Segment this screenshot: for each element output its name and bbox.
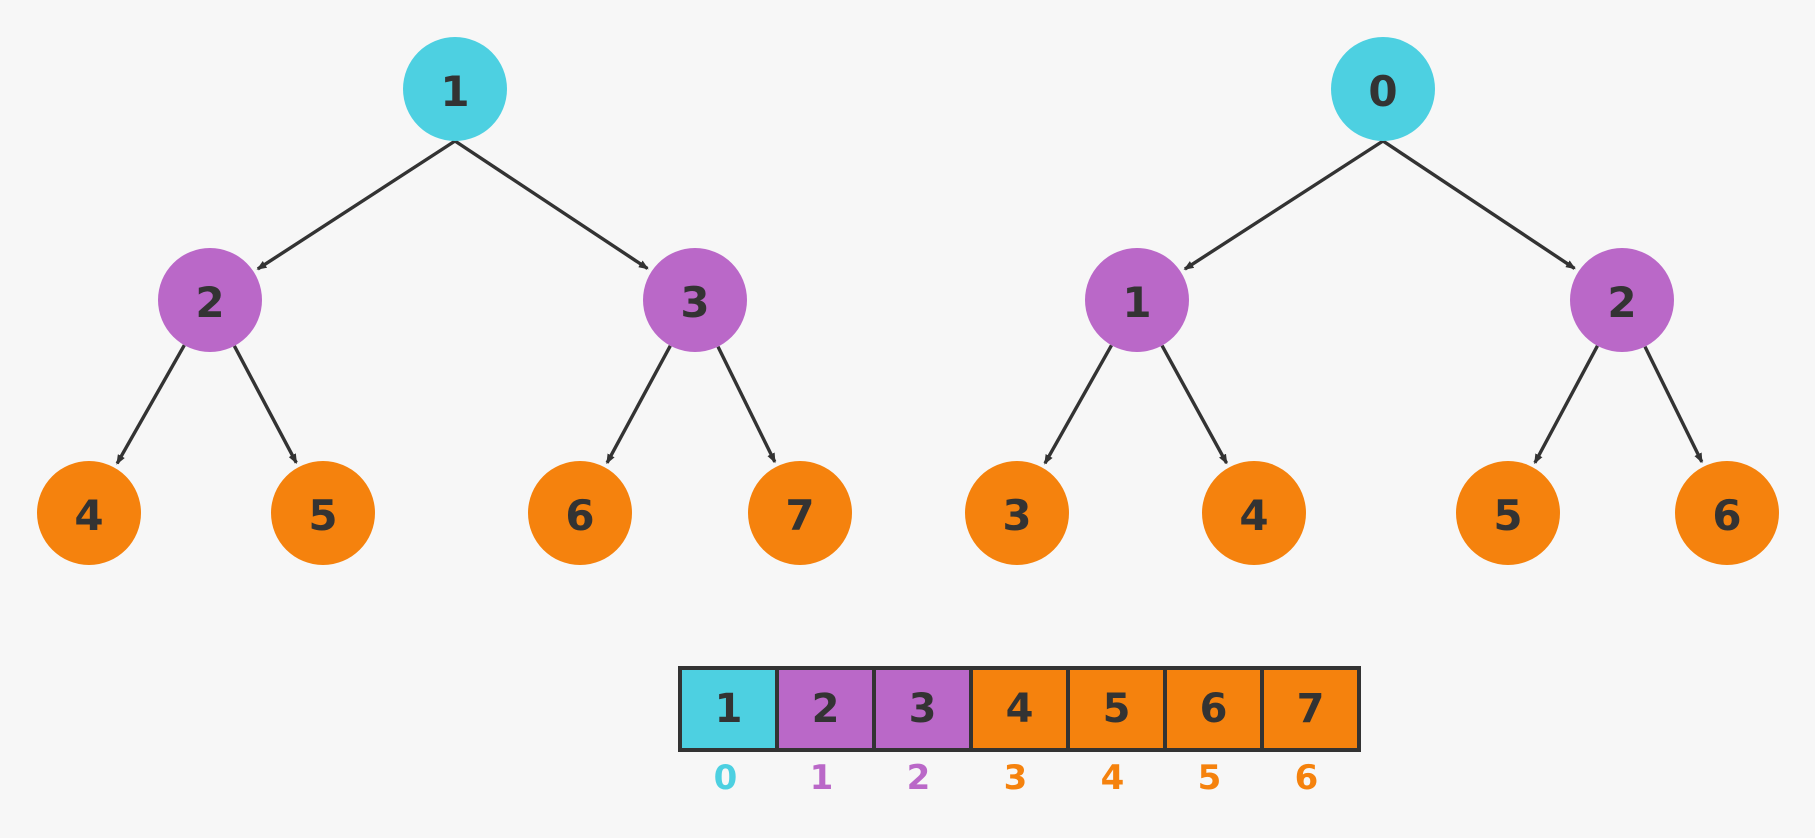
tree-node [748, 461, 852, 565]
tree-node-label: 3 [680, 278, 709, 327]
tree-edge-n2-n5 [232, 345, 298, 464]
tree-edge-n3-n6 [605, 344, 672, 465]
tree-node-label: 7 [785, 491, 814, 540]
tree-edge-n1-n2 [256, 139, 456, 271]
tree-node-label: 2 [195, 278, 224, 327]
array-indices-row: 0 1 2 3 4 5 6 [678, 758, 1355, 798]
tree-node [1085, 248, 1189, 352]
tree-edge-m1-m4 [1160, 344, 1229, 465]
tree-node-label: 6 [565, 491, 594, 540]
array-cell: 4 [969, 670, 1066, 748]
tree-node-label: 1 [440, 67, 469, 116]
tree-one-indexed: 1 2 3 4 5 6 7 [37, 37, 852, 565]
array-index-label: 5 [1197, 758, 1222, 798]
tree-node [271, 461, 375, 565]
tree-node-label: 2 [1607, 278, 1636, 327]
tree-node [528, 461, 632, 565]
array-cell: 5 [1066, 670, 1163, 748]
tree-node [37, 461, 141, 565]
array-index-label: 3 [1003, 758, 1028, 798]
tree-edge-m2-m5 [1533, 345, 1599, 465]
tree-edge-n2-n4 [115, 344, 186, 465]
tree-node-label: 5 [1493, 491, 1522, 540]
array-cell: 2 [775, 670, 872, 748]
tree-node-label: 0 [1368, 67, 1397, 116]
tree-node-label: 4 [1239, 491, 1268, 540]
tree-edge-m2-m6 [1643, 345, 1704, 464]
tree-node [1675, 461, 1779, 565]
tree-edge-m1-m3 [1043, 344, 1113, 465]
tree-node [643, 248, 747, 352]
tree-node [1456, 461, 1560, 565]
tree-node-label: 3 [1002, 491, 1031, 540]
tree-node [403, 37, 507, 141]
tree-node [965, 461, 1069, 565]
tree-edge-m0-m2 [1382, 139, 1576, 270]
tree-zero-indexed: 0 1 2 3 4 5 6 [965, 37, 1779, 565]
trees-layer: 1 2 3 4 5 6 7 0 1 2 3 4 5 6 [37, 37, 1779, 565]
array-cell: 6 [1163, 670, 1260, 748]
tree-edge-n1-n3 [454, 139, 649, 270]
tree-node [1331, 37, 1435, 141]
tree-node [1202, 461, 1306, 565]
tree-node [1570, 248, 1674, 352]
tree-edge-m0-m1 [1183, 139, 1384, 271]
array-index-label: 6 [1294, 758, 1319, 798]
tree-node-label: 4 [74, 491, 103, 540]
tree-node-label: 5 [308, 491, 337, 540]
array-index-label: 0 [713, 758, 738, 798]
array-index-label: 1 [809, 758, 834, 798]
array-cell: 3 [872, 670, 969, 748]
array-index-label: 4 [1100, 758, 1125, 798]
tree-node [158, 248, 262, 352]
tree-node-label: 1 [1122, 278, 1151, 327]
tree-edge-n3-n7 [716, 345, 777, 464]
tree-node-label: 6 [1712, 491, 1741, 540]
array-cell: 7 [1260, 670, 1357, 748]
array-index-label: 2 [906, 758, 931, 798]
array-cell: 1 [682, 670, 775, 748]
